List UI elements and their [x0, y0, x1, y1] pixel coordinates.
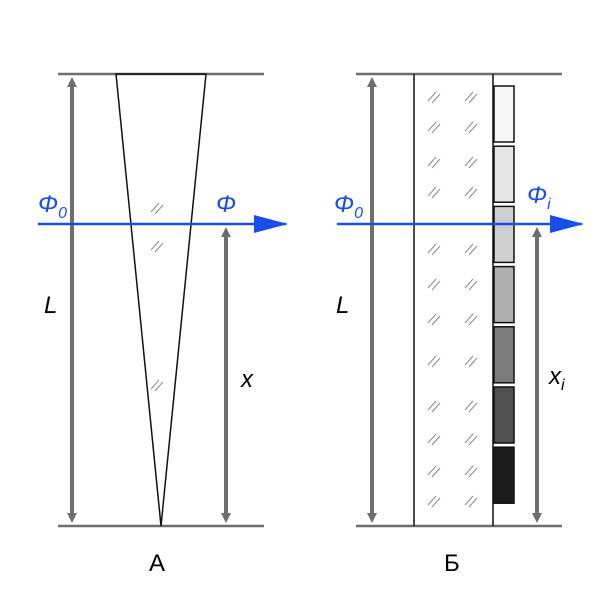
- glass-hatch-marks: [150, 202, 164, 392]
- height-label-subscript: i: [561, 377, 565, 394]
- svg-text:Φi: Φi: [527, 182, 551, 213]
- filter-step-1: [493, 85, 515, 143]
- incident-flux-label: Φ: [38, 191, 58, 218]
- filter-step-2: [493, 145, 515, 203]
- filter-step-5: [493, 326, 515, 384]
- transmitted-flux-subscript: i: [547, 196, 551, 213]
- incident-flux-subscript: 0: [58, 205, 67, 222]
- panel-b: Φ0 Φi L xi Б: [334, 72, 584, 577]
- filter-step-3: [493, 205, 515, 264]
- svg-text:Φ0: Φ0: [334, 191, 363, 222]
- length-label: L: [44, 292, 57, 319]
- height-label: x: [240, 366, 254, 393]
- panel-b-caption: Б: [444, 550, 460, 577]
- panel-a-caption: А: [149, 550, 165, 577]
- step-density-filter: [493, 85, 515, 504]
- length-label: L: [336, 292, 349, 319]
- transmitted-flux-label: Φ: [216, 191, 236, 218]
- filter-step-6: [493, 386, 515, 444]
- optical-wedge: [115, 73, 207, 527]
- incident-flux-subscript: 0: [354, 205, 363, 222]
- height-label: x: [548, 363, 562, 390]
- svg-text:xi: xi: [548, 363, 565, 394]
- glass-hatch-marks: [427, 91, 478, 508]
- transmitted-flux-label: Φ: [527, 182, 547, 209]
- svg-text:Φ0: Φ0: [38, 191, 67, 222]
- filter-step-7: [493, 446, 515, 504]
- incident-flux-label: Φ: [334, 191, 354, 218]
- filter-step-4: [493, 265, 515, 324]
- panel-a: Φ0 Φ L x А: [38, 72, 288, 577]
